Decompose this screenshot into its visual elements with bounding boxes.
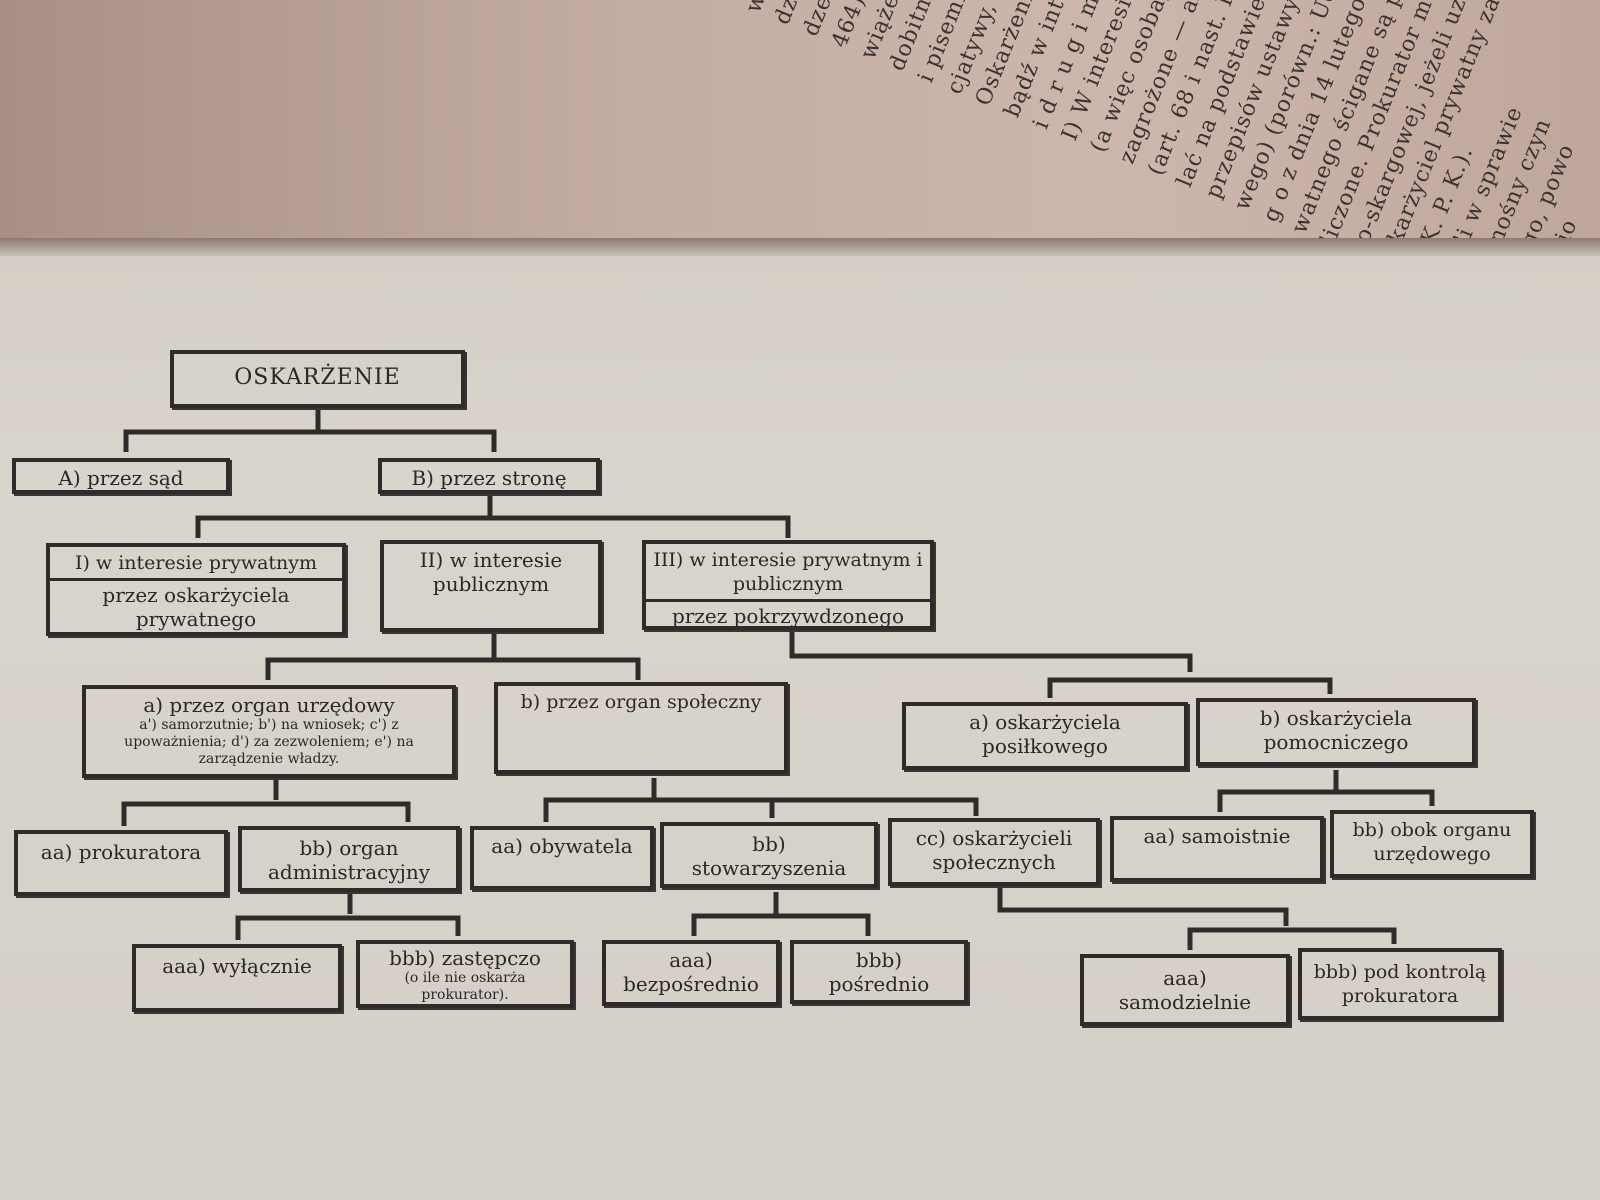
node-label: bb) obok organu urzędowego — [1352, 819, 1512, 865]
node-label: III) w interesie prywatnym i publicznym — [653, 549, 923, 595]
node-IIIb-aa: aa) samoistnie — [1110, 816, 1324, 882]
node-label: bbb) pośrednio — [828, 948, 930, 996]
node-IIb: b) przez organ społeczny — [494, 682, 788, 774]
node-sublabel: a') samorzutnie; b') na wniosek; c') z u… — [124, 717, 414, 767]
connector-cc — [997, 888, 1397, 950]
node-cc-aaa: aaa) samodzielnie — [1080, 954, 1290, 1026]
node-cc-bbb: bbb) pod kontrolą prokuratora — [1298, 948, 1502, 1020]
node-label: aa) prokuratora — [40, 840, 202, 864]
node-label: II) w interesie publicznym — [419, 548, 563, 596]
node-label: aaa) wyłącznie — [162, 954, 312, 978]
node-IIb-aa: aa) obywatela — [470, 826, 654, 890]
node-sublabel: przez oskarżyciela prywatnego — [102, 583, 290, 631]
node-label: aaa) samodzielnie — [1118, 966, 1252, 1014]
node-stow-aaa: aaa) bezpośrednio — [602, 940, 780, 1006]
node-IIb-bb: bb) stowarzyszenia — [660, 822, 878, 888]
node-II: II) w interesie publicznym — [380, 540, 602, 632]
node-bb-bbb: bbb) zastępczo (o ile nie oskarża prokur… — [356, 940, 574, 1008]
node-stow-bbb: bbb) pośrednio — [790, 940, 968, 1004]
node-B: B) przez stronę — [378, 458, 600, 494]
node-label: aa) samoistnie — [1143, 824, 1291, 848]
node-label: A) przez sąd — [58, 466, 184, 490]
node-root: OSKARŻENIE — [170, 350, 465, 408]
connector-bb — [235, 894, 461, 940]
node-label: aaa) bezpośrednio — [623, 948, 759, 996]
node-label: a) przez organ urzędowy — [143, 693, 395, 717]
node-IIIb: b) oskarżyciela pomocniczego — [1196, 698, 1476, 766]
node-label: I) w interesie prywatnym — [74, 552, 318, 574]
connector-B — [195, 496, 791, 538]
node-label: bb) organ administracyjny — [267, 836, 431, 884]
node-label: OSKARŻENIE — [234, 365, 401, 390]
node-label: bbb) zastępczo — [389, 946, 541, 970]
node-IIIa: a) oskarżyciela posiłkowego — [902, 702, 1188, 770]
node-label: b) oskarżyciela pomocniczego — [1259, 706, 1413, 754]
connector-IIa — [121, 780, 411, 826]
node-IIb-cc: cc) oskarżycieli społecznych — [888, 818, 1100, 886]
connector-IIIb — [1217, 770, 1435, 812]
node-III: III) w interesie prywatnym i publicznym … — [642, 540, 934, 630]
node-label: a) oskarżyciela posiłkowego — [969, 710, 1121, 758]
node-label: bb) stowarzyszenia — [691, 832, 847, 880]
node-label: cc) oskarżycieli społecznych — [915, 826, 1073, 874]
node-IIa-bb: bb) organ administracyjny — [238, 826, 460, 892]
node-I: I) w interesie prywatnym przez oskarżyci… — [46, 543, 346, 636]
connector-root — [123, 410, 497, 452]
page-gutter-shadow — [0, 238, 1600, 256]
connector-IIb — [543, 778, 979, 822]
node-IIa: a) przez organ urzędowy a') samorzutnie;… — [82, 685, 456, 778]
node-IIIb-bb: bb) obok organu urzędowego — [1330, 810, 1534, 878]
connector-III — [789, 632, 1333, 698]
node-label: b) przez organ społeczny — [520, 691, 762, 713]
node-label: bbb) pod kontrolą prokuratora — [1313, 961, 1487, 1007]
node-sublabel: (o ile nie oskarża prokurator). — [404, 970, 526, 1003]
node-sublabel: przez pokrzywdzonego — [671, 604, 905, 628]
node-A: A) przez sąd — [12, 458, 230, 494]
connector-stow — [691, 892, 871, 936]
node-bb-aaa: aaa) wyłącznie — [132, 944, 342, 1012]
node-label: B) przez stronę — [411, 466, 567, 490]
node-label: aa) obywatela — [491, 834, 633, 858]
connector-II — [265, 634, 641, 680]
facing-page-text: stej swej postaci pod wsznowi 2 § 1:"; z… — [0, 0, 1600, 245]
node-IIa-aa: aa) prokuratora — [14, 830, 228, 896]
